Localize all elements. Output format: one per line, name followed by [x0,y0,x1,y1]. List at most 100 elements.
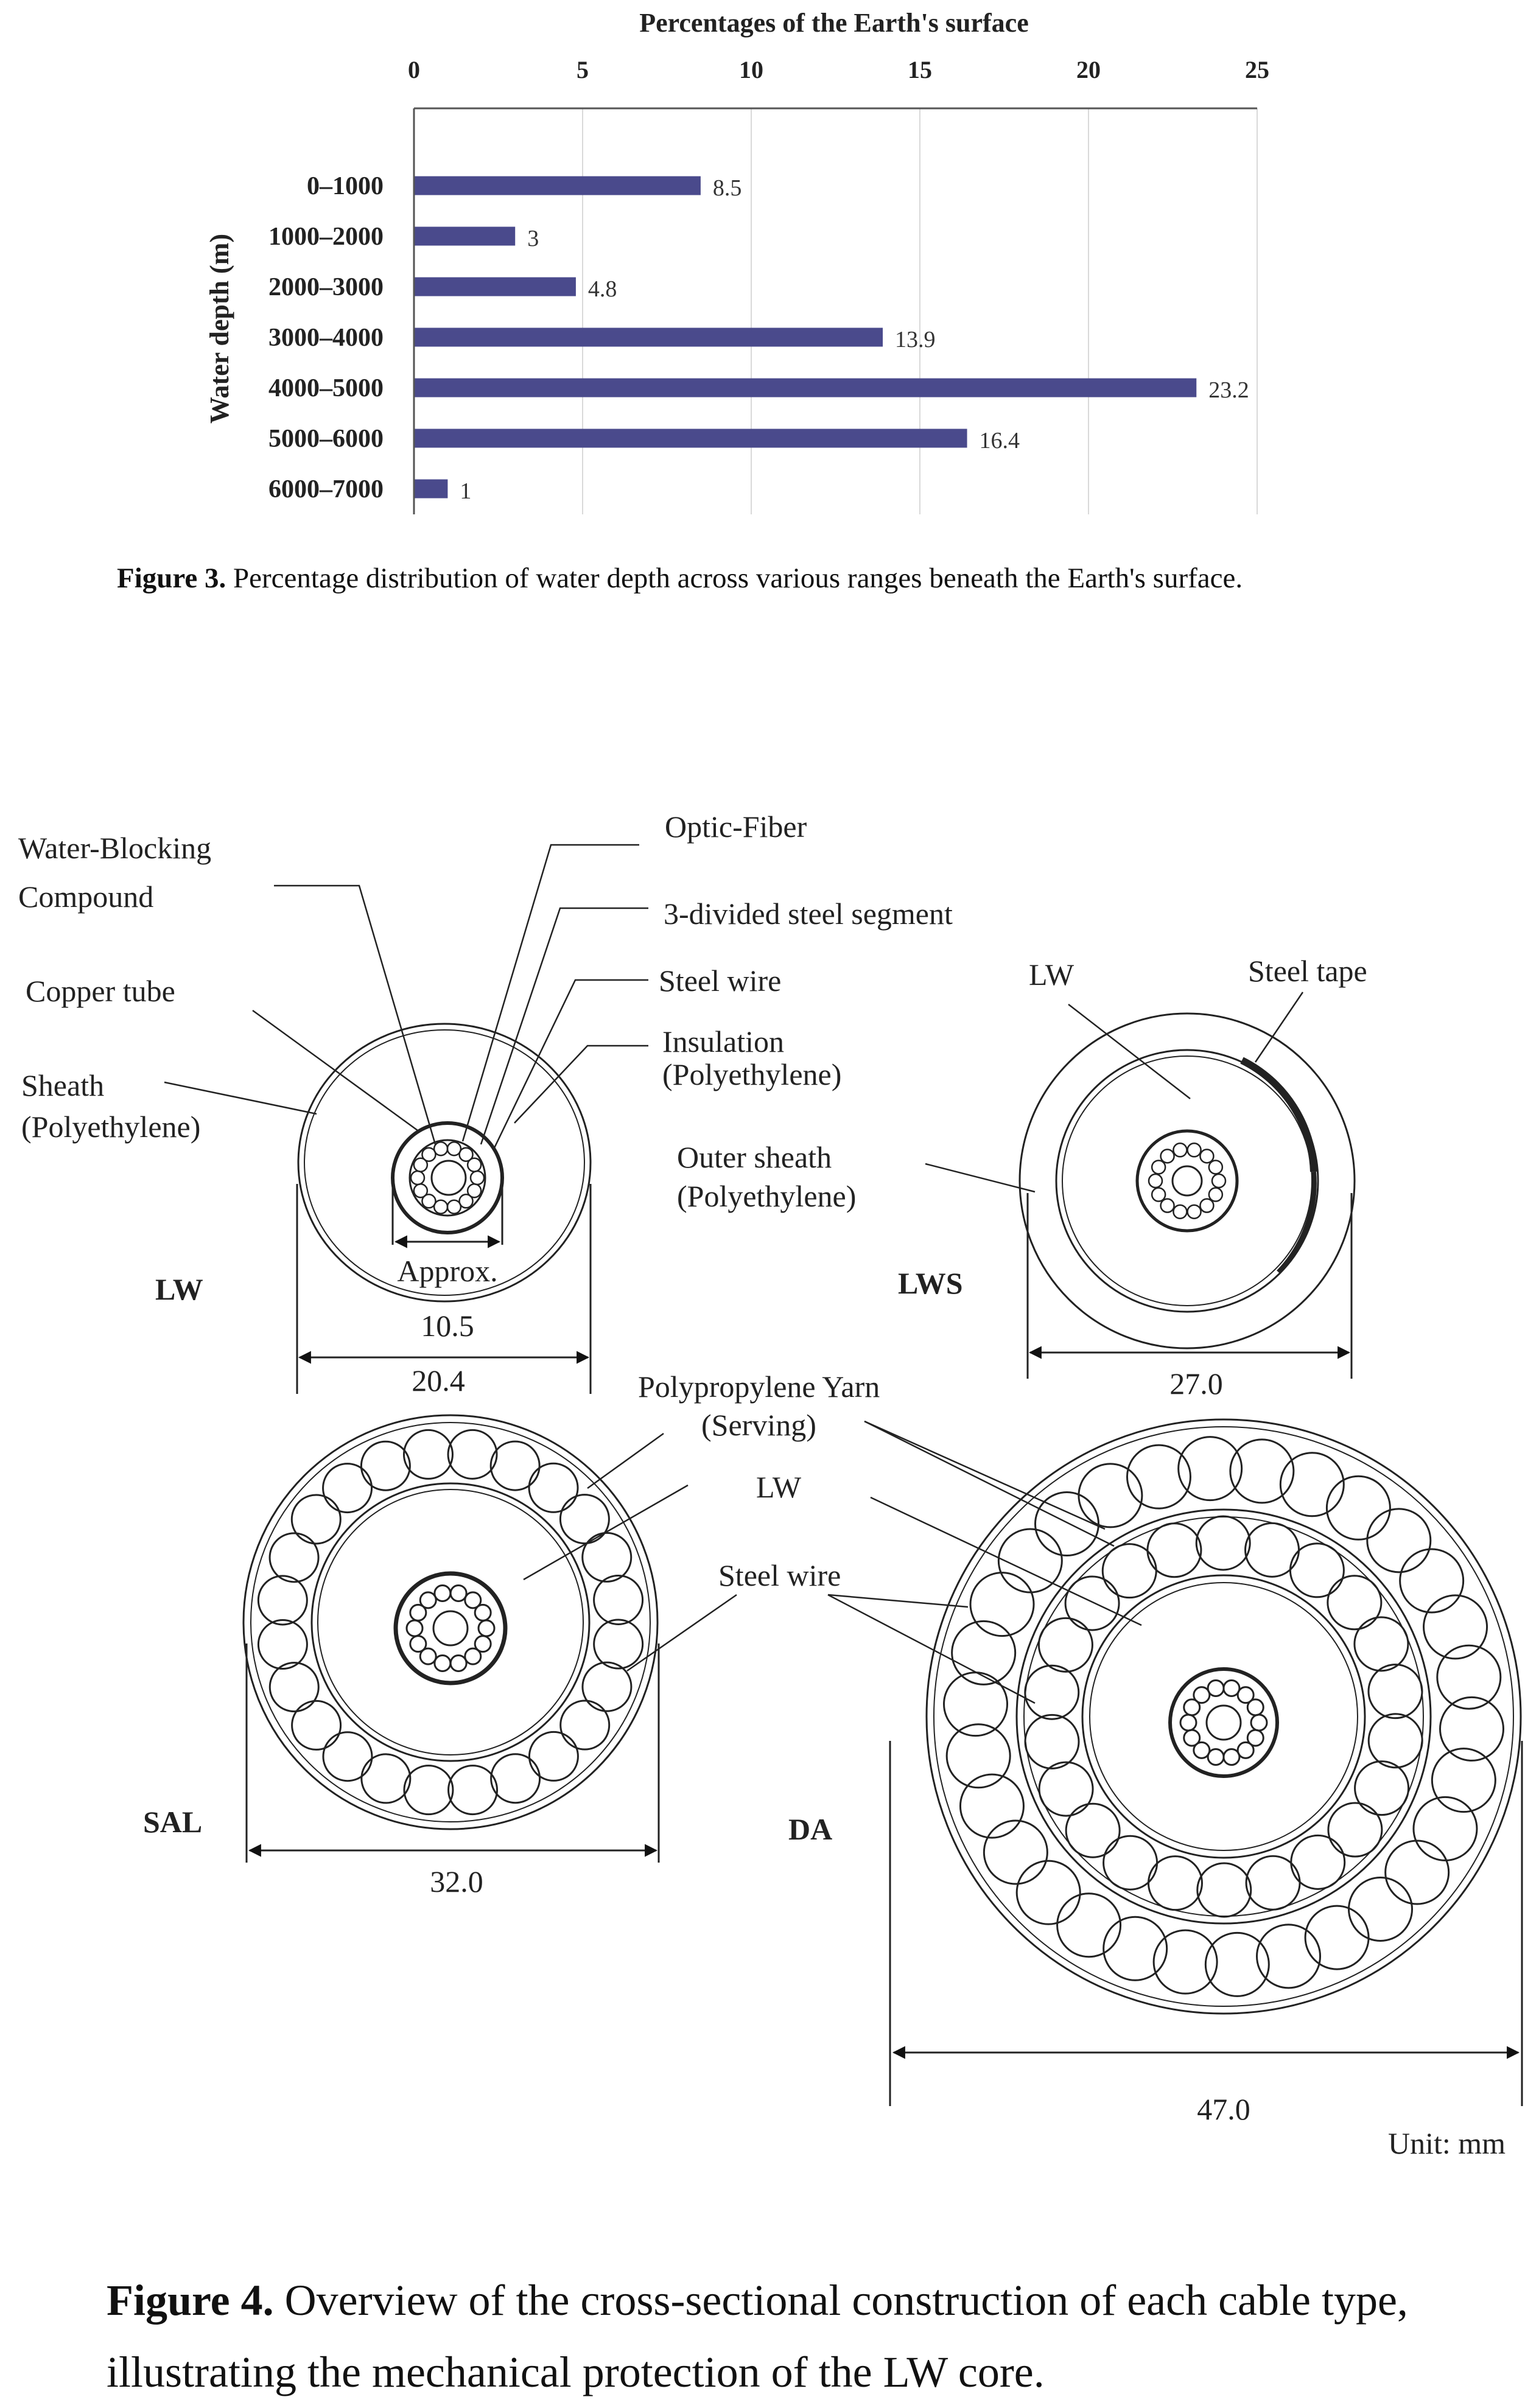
lws-lw-label: LW [1029,957,1074,992]
steel-wire-strand [959,1773,1025,1839]
steel-wire-strand [1250,1713,1268,1732]
bar-4000–5000 [414,378,1197,397]
outer-sheath-label-2: (Polyethylene) [677,1179,856,1213]
steel-wire-strand [1208,1187,1224,1202]
water-blocking-label-2: Compound [18,880,153,914]
steel-wire-strand [1024,1664,1080,1720]
category-label-3000–4000: 3000–4000 [268,324,384,352]
steel-wire-strand [419,1647,437,1665]
da-dimension-lines [889,1741,1523,2106]
sal-dimension: 32.0 [430,1864,483,1899]
value-label-1000–2000: 3 [527,226,539,251]
steel-wire-strand [1183,1729,1201,1747]
steel-wire-strand [1187,1204,1202,1219]
steel-wire-strand [1353,1616,1409,1672]
steel-wire-strand [559,1699,611,1751]
steel-wire-strand [1204,1931,1270,1997]
steel-wire-strand [290,1494,342,1545]
steel-wire-strand [466,1157,482,1172]
steel-wire-strand [1146,1522,1202,1578]
steel-wire-strand [1160,1149,1175,1164]
insulation-label-1: Insulation [662,1024,784,1059]
steel-wire-strand [291,1699,342,1751]
steel-wire-strand [405,1619,424,1637]
steel-wire-strand [593,1574,644,1625]
sal-cable [242,1414,659,1830]
x-tick-5: 5 [577,56,589,83]
steel-wire-strand [528,1731,579,1782]
lw-dimension-lines [296,1178,592,1394]
steel-wire-strand [581,1661,633,1712]
value-label-6000–7000: 1 [460,478,471,504]
steel-wire-strand [1177,1436,1243,1502]
steel-wire-strand [433,1654,452,1673]
steel-wire-strand [419,1591,437,1609]
steel-wire-strand [449,1584,468,1602]
steel-wire-strand [1065,1802,1121,1858]
figure-3-label: Figure 3. [117,562,226,594]
steel-wire-strand [421,1194,436,1209]
value-label-0–1000: 8.5 [713,175,742,201]
steel-wire-strand [1399,1548,1465,1614]
steel-wire-strand [1173,1204,1188,1219]
steel-wire-strand [1179,1713,1197,1732]
steel-wire-strand [410,1170,426,1186]
steel-wire-strand [1199,1198,1215,1213]
steel-wire-strand [1148,1173,1163,1189]
steel-wire-strand [1196,1862,1252,1918]
steel-wire-strand [1348,1876,1414,1942]
da-dimension: 47.0 [1197,2092,1250,2126]
steel-wire-strand [1187,1143,1202,1158]
steel-wire-strand [1037,1617,1093,1673]
steel-wire-strand [1431,1748,1496,1813]
steel-wire-strand [433,1584,452,1602]
steel-wire-strand [1229,1438,1295,1504]
steel-wire-strand [1367,1664,1423,1720]
steel-wire-strand [1103,1835,1159,1891]
steel-wire-strand [1024,1713,1080,1769]
steel-wire-strand [360,1440,411,1491]
steel-wire-strand [1327,1575,1383,1631]
steel-wire-strand [1246,1729,1264,1747]
steel-wire-strand [1034,1491,1099,1557]
steel-wire-strand [1367,1713,1423,1769]
steel-wire-strand [449,1654,468,1673]
x-tick-10: 10 [739,56,763,83]
sheath-label-2: (Polyethylene) [21,1110,200,1144]
steel-wire-strand [1222,1748,1241,1766]
steel-wire-strand [322,1463,373,1514]
steel-wire-strand [446,1141,462,1157]
lws-cable [1018,1012,1356,1349]
steel-wire-strand [528,1462,579,1513]
chart-title: Percentages of the Earth's surface [639,8,1028,38]
steel-wire-strand [1199,1149,1215,1164]
steel-wire-strand [951,1620,1017,1685]
steel-wire-strand [413,1183,429,1199]
steel-wire-strand [458,1194,474,1209]
steel-wire-strand [1423,1594,1488,1660]
steel-wire-strand [1207,1748,1225,1766]
unit-label: Unit: mm [1388,2126,1506,2160]
steel-wire-strand [464,1647,482,1665]
steel-wire-strand [1211,1173,1227,1189]
x-tick-0: 0 [408,56,420,83]
steel-wire-strand [1126,1444,1191,1510]
steel-wire-strand [1236,1741,1255,1759]
steel-wire-strand [421,1147,436,1162]
steel-wire-strand [458,1147,474,1162]
steel-wire-strand [1015,1860,1081,1925]
steel-wire-strand [433,1199,449,1215]
steel-wire-strand [969,1572,1035,1637]
steel-tape-label: Steel tape [1248,954,1367,988]
steel-wire-strand [1222,1679,1241,1697]
optic-fiber-label: Optic-Fiber [665,810,807,844]
steel-wire-strand [1152,1929,1218,1995]
steel-wire-strand [997,1528,1063,1594]
x-tick-20: 20 [1076,56,1101,83]
steel-wire-strand [413,1157,429,1172]
steel-wire-strand [403,1765,454,1816]
steel-wire-strand [466,1183,482,1199]
pp-yarn-label-2: (Serving) [701,1408,816,1442]
steel-wire-strand [1279,1452,1345,1517]
